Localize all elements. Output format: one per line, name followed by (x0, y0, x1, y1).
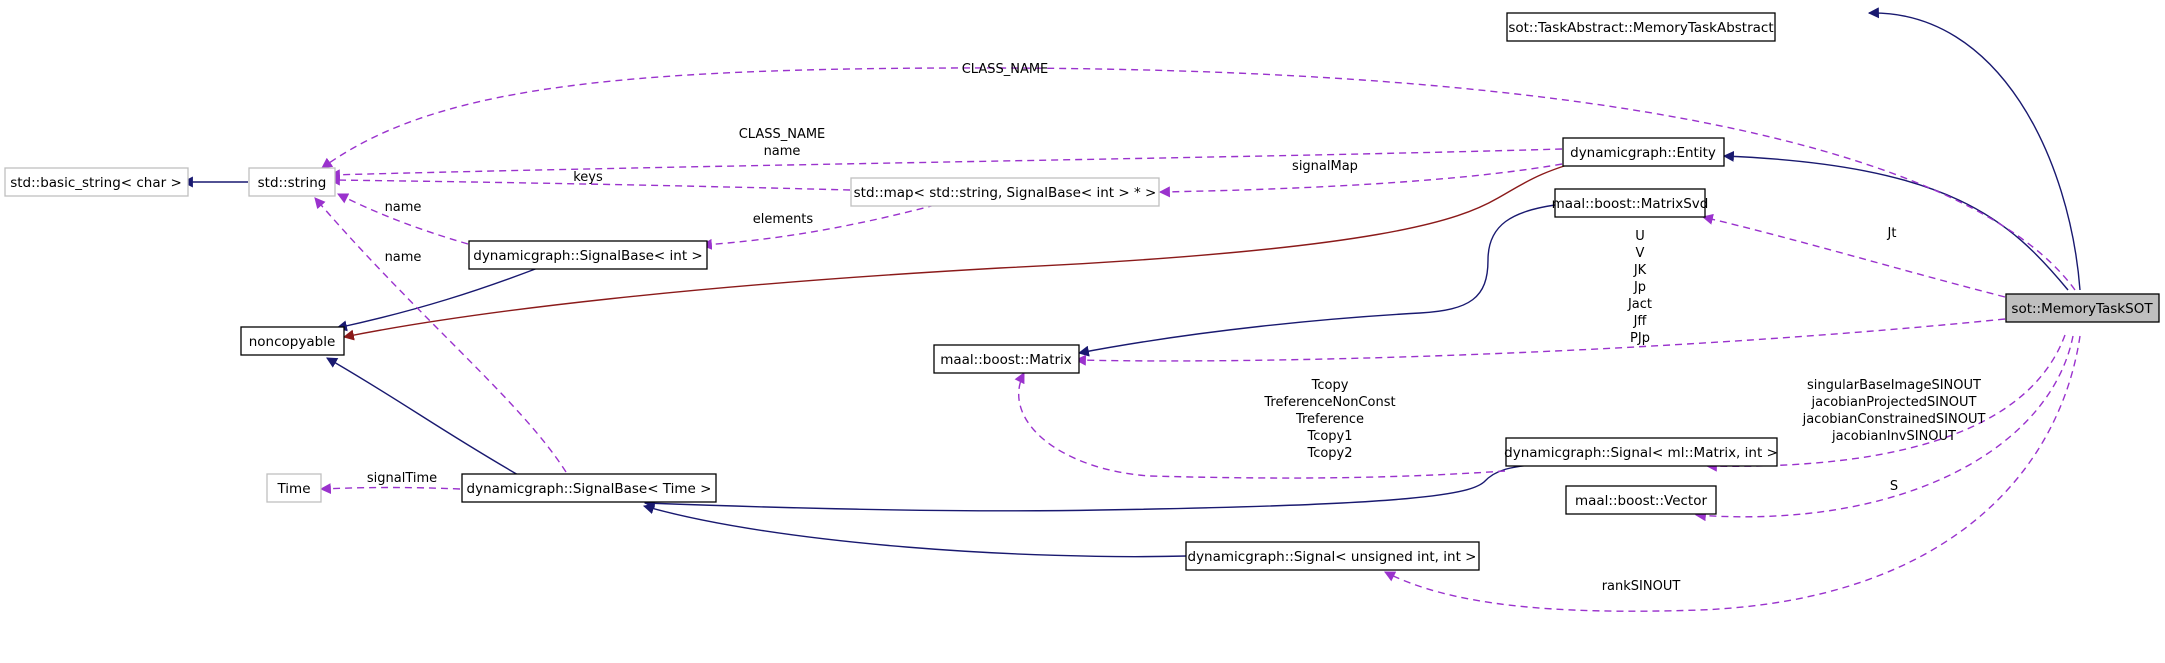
svg-text:JK: JK (1633, 263, 1647, 278)
edge-inherit-signalbase-int-noncopyable (335, 267, 539, 332)
svg-text:sot::TaskAbstract::MemoryTaskA: sot::TaskAbstract::MemoryTaskAbstract (1508, 20, 1773, 36)
edge-inherit-task-abstract (1867, 7, 2081, 291)
label-s: S (1890, 479, 1898, 494)
edge-inherit-sigmatrix-sigtime (643, 463, 1546, 512)
label-name-sigint: name (385, 200, 422, 215)
label-matrix-members: U V JK Jp Jact Jff PJp (1627, 229, 1652, 346)
node-memory-task-sot[interactable]: sot::MemoryTaskSOT (2005, 293, 2160, 323)
svg-text:std::basic_string< char >: std::basic_string< char > (10, 175, 182, 191)
node-matrix[interactable]: maal::boost::Matrix (933, 344, 1080, 374)
node-signalbase-time[interactable]: dynamicgraph::SignalBase< Time > (461, 473, 717, 503)
svg-text:Time: Time (276, 481, 310, 497)
svg-text:sot::MemoryTaskSOT: sot::MemoryTaskSOT (2011, 301, 2153, 317)
edge-class-name-top (321, 67, 2076, 291)
svg-text:maal::boost::Matrix: maal::boost::Matrix (940, 352, 1072, 368)
node-signal-matrix[interactable]: dynamicgraph::Signal< ml::Matrix, int > (1504, 437, 1778, 467)
edge-class-name-entity (328, 148, 1563, 181)
svg-text:dynamicgraph::SignalBase< int: dynamicgraph::SignalBase< int > (473, 248, 702, 264)
node-std-string[interactable]: std::string (248, 167, 336, 197)
edge-elements (700, 204, 936, 250)
label-signal-members: singularBaseImageSINOUT jacobianProjecte… (1802, 378, 1986, 444)
node-vector[interactable]: maal::boost::Vector (1565, 485, 1717, 515)
edge-name-sigint (337, 193, 469, 245)
svg-text:dynamicgraph::Signal< ml::Matr: dynamicgraph::Signal< ml::Matrix, int > (1504, 445, 1778, 461)
edge-tcopy (1014, 372, 1506, 479)
svg-text:Jff: Jff (1633, 314, 1648, 329)
svg-text:Treference: Treference (1295, 412, 1364, 427)
node-noncopyable[interactable]: noncopyable (240, 326, 345, 356)
edge-signal-time (319, 483, 461, 495)
edge-signal-members (1705, 334, 2066, 472)
svg-text:dynamicgraph::SignalBase< Time: dynamicgraph::SignalBase< Time > (467, 481, 712, 497)
node-time[interactable]: Time (266, 473, 322, 503)
svg-text:Tcopy1: Tcopy1 (1306, 429, 1352, 444)
svg-text:PJp: PJp (1630, 331, 1650, 346)
edge-inherit-svd-matrix (1077, 203, 1564, 357)
edge-name-sigtime (314, 197, 567, 473)
svg-text:jacobianConstrainedSINOUT: jacobianConstrainedSINOUT (1802, 412, 1986, 427)
svg-text:Tcopy: Tcopy (1311, 378, 1349, 393)
edge-signal-map (1158, 163, 1563, 198)
svg-text:jacobianInvSINOUT: jacobianInvSINOUT (1831, 429, 1956, 444)
label-rank: rankSINOUT (1602, 579, 1681, 594)
label-signal-time: signalTime (367, 471, 437, 486)
node-signal-uint[interactable]: dynamicgraph::Signal< unsigned int, int … (1185, 541, 1480, 571)
svg-text:U: U (1635, 229, 1645, 244)
label-name-entity: name (764, 144, 801, 159)
svg-text:maal::boost::MatrixSvd: maal::boost::MatrixSvd (1552, 196, 1709, 212)
svg-text:noncopyable: noncopyable (249, 334, 336, 350)
label-jt: Jt (1887, 226, 1897, 241)
label-keys: keys (573, 170, 603, 185)
node-basic-string[interactable]: std::basic_string< char > (4, 167, 189, 197)
label-class-name-entity: CLASS_NAME (739, 127, 826, 142)
svg-text:singularBaseImageSINOUT: singularBaseImageSINOUT (1807, 378, 1981, 393)
label-signal-map: signalMap (1292, 159, 1358, 174)
edge-keys (328, 174, 851, 191)
node-std-map[interactable]: std::map< std::string, SignalBase< int >… (850, 177, 1160, 207)
edge-inherit-sigtime-noncopyable (326, 357, 521, 477)
svg-text:std::string: std::string (258, 175, 327, 191)
svg-text:std::map< std::string, SignalB: std::map< std::string, SignalBase< int >… (854, 185, 1157, 201)
edge-inherit-siguint-sigtime (642, 503, 1188, 558)
svg-text:Jp: Jp (1633, 280, 1646, 295)
svg-text:V: V (1636, 246, 1645, 261)
label-elements: elements (753, 212, 814, 227)
edge-inherit-entity (1722, 150, 2069, 291)
label-name-sigtime: name (385, 250, 422, 265)
svg-text:TreferenceNonConst: TreferenceNonConst (1263, 395, 1395, 410)
node-signalbase-int[interactable]: dynamicgraph::SignalBase< int > (468, 240, 708, 270)
svg-text:maal::boost::Vector: maal::boost::Vector (1575, 493, 1708, 509)
svg-text:dynamicgraph::Entity: dynamicgraph::Entity (1570, 145, 1716, 161)
svg-text:Jact: Jact (1627, 297, 1652, 312)
edge-jt (1701, 213, 2006, 298)
label-class-name-top: CLASS_NAME (962, 62, 1049, 77)
node-entity[interactable]: dynamicgraph::Entity (1562, 137, 1725, 167)
svg-text:Tcopy2: Tcopy2 (1306, 446, 1352, 461)
node-task-abstract[interactable]: sot::TaskAbstract::MemoryTaskAbstract (1506, 12, 1776, 42)
edge-matrix-members (1074, 318, 2006, 366)
edge-s (1694, 335, 2074, 522)
svg-text:dynamicgraph::Signal< unsigned: dynamicgraph::Signal< unsigned int, int … (1188, 549, 1477, 565)
node-matrix-svd[interactable]: maal::boost::MatrixSvd (1552, 188, 1709, 218)
edge-entity-noncopyable (342, 157, 1595, 341)
label-tcopy-members: Tcopy TreferenceNonConst Treference Tcop… (1263, 378, 1395, 461)
svg-text:jacobianProjectedSINOUT: jacobianProjectedSINOUT (1811, 395, 1977, 410)
